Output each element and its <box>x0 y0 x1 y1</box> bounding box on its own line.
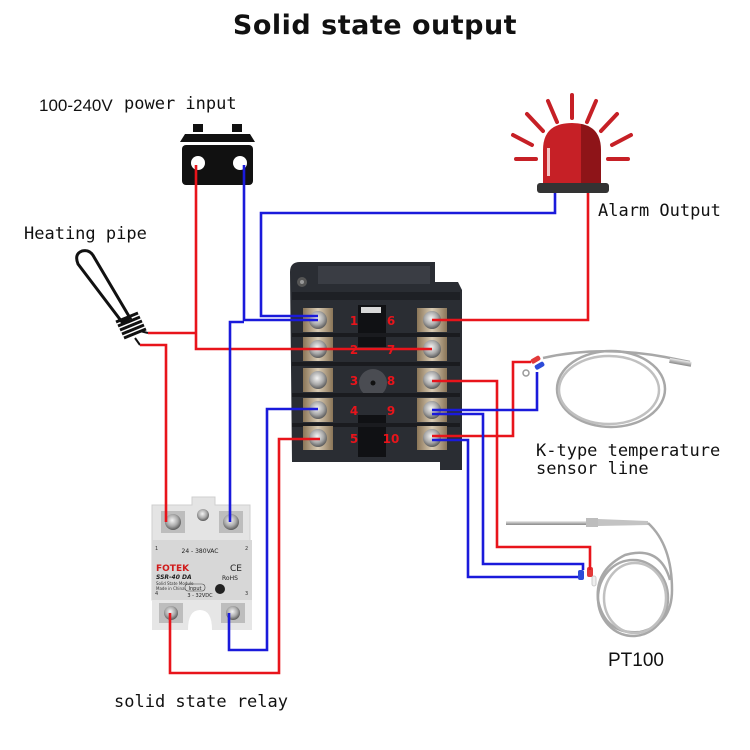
ssr-origin: Made in China <box>156 586 185 591</box>
alarm-lamp-dome <box>543 123 601 183</box>
wire-terminal-8-to-pt100 <box>432 379 592 570</box>
diagram-title: Solid state output <box>232 10 518 41</box>
k-type-label-line1: K-type temperature <box>536 441 721 461</box>
ssr-subtitle: Solid State Module <box>156 581 194 586</box>
ssr-input-label: Input <box>189 586 202 592</box>
ssr-model: SSR-40 DA <box>156 574 192 581</box>
power-input-label: power input <box>124 94 237 114</box>
alarm-lamp-icon <box>511 93 633 161</box>
k-type-sensor <box>542 349 691 429</box>
k-type-probe <box>669 358 692 367</box>
heating-pipe-icon <box>75 249 149 346</box>
wire-terminal-10-to-k-type <box>432 360 531 438</box>
wire-terminal-9-to-k-type <box>432 372 539 412</box>
alarm-lamp-highlight <box>547 148 550 176</box>
ssr-pin-4: 4 <box>155 591 158 597</box>
terminal-number: 8 <box>387 374 395 388</box>
heating-pipe-label: Heating pipe <box>24 224 147 244</box>
pt100-label: PT100 <box>608 650 664 671</box>
ssr-input-rating: 3 - 32VDC <box>187 593 213 599</box>
ssr-output-rating: 24 - 380VAC <box>182 548 219 555</box>
pt100-sensor <box>506 518 674 638</box>
wire-heating-to-ssr <box>140 343 168 522</box>
wire-ssr-to-power <box>228 320 244 522</box>
solid-state-relay-label: solid state relay <box>114 692 288 712</box>
k-type-label-line2: sensor line <box>536 459 649 479</box>
terminal-screw <box>303 368 333 392</box>
terminal-number: 4 <box>350 404 358 418</box>
ssr-pin-2: 2 <box>245 546 248 552</box>
wire-terminal-4-to-ssr <box>227 407 318 652</box>
terminal-number: 5 <box>350 432 358 446</box>
ssr-input-box <box>184 583 206 592</box>
terminal-number: 9 <box>387 404 395 418</box>
terminal-screw <box>417 426 447 450</box>
ssr-pin-3: 3 <box>245 591 248 597</box>
terminal-number: 1 <box>350 314 358 328</box>
wire-power-to-terminal-1 <box>242 165 318 322</box>
power-input-voltage-label: 100-240V <box>39 96 113 115</box>
terminal-number: 6 <box>387 314 395 328</box>
ssr-pin-1: 1 <box>155 546 158 552</box>
wire-terminal-9-to-pt100 <box>432 412 585 570</box>
wire-terminal-10-to-pt100 <box>432 438 578 579</box>
alarm-output-label: Alarm Output <box>598 201 721 221</box>
ssr-ce-mark: CE <box>230 564 242 574</box>
wire-alarm-to-terminal-1 <box>259 193 557 318</box>
terminal-number: 3 <box>350 374 358 388</box>
wire-alarm-to-terminal-6 <box>432 193 590 322</box>
k-type-connector <box>522 355 545 377</box>
ssr-brand: FOTEK <box>156 564 190 574</box>
wire-ssr-to-terminal-5 <box>168 437 320 675</box>
positive-wires <box>140 165 592 675</box>
terminal-number: 10 <box>383 432 400 446</box>
negative-wires <box>227 165 585 652</box>
alarm-lamp-base <box>537 183 609 193</box>
wire-power-to-terminal-2 <box>194 165 432 351</box>
ssr-rohs-mark: RoHS <box>222 575 238 582</box>
